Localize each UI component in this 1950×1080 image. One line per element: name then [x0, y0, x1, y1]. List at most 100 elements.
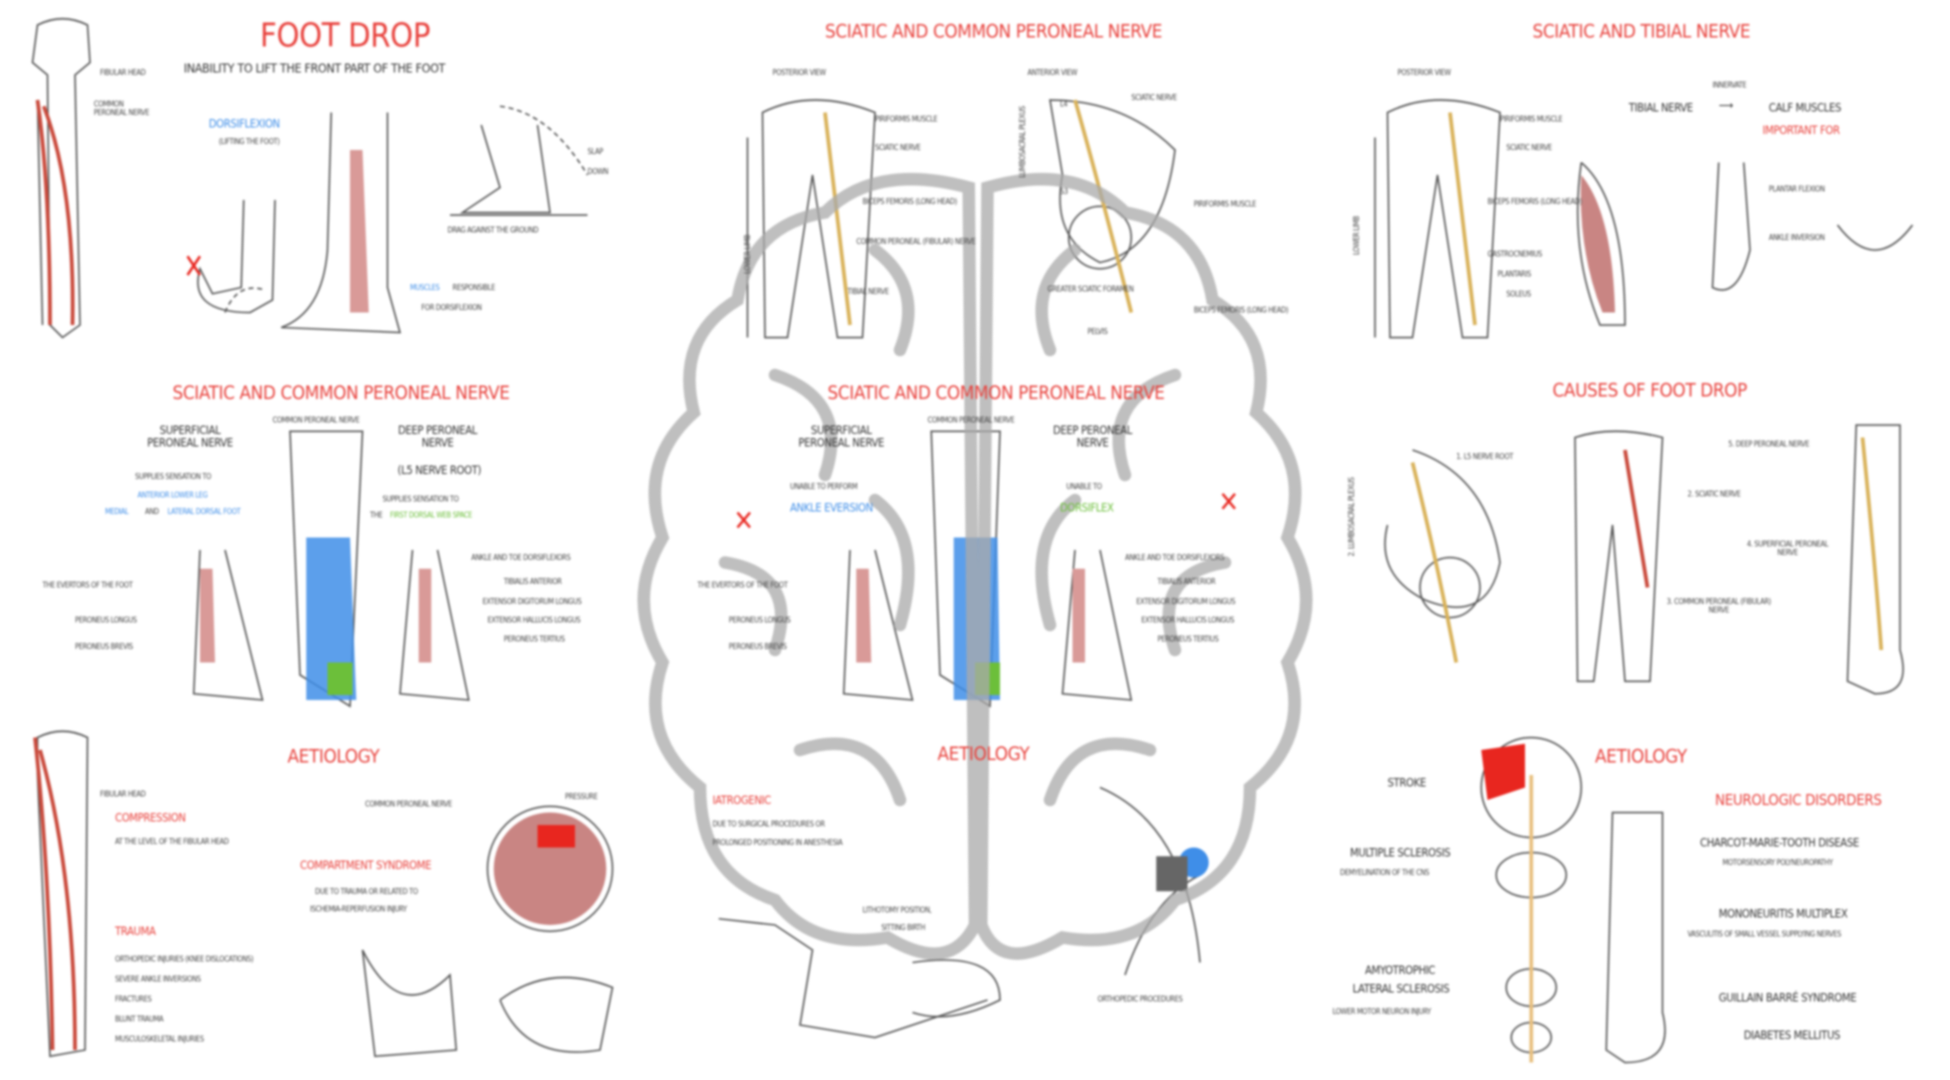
- label: PERONEUS BREVIS: [75, 642, 133, 652]
- label: BICEPS FEMORIS (LONG HEAD): [862, 197, 958, 207]
- label: TIBIALIS ANTERIOR: [503, 577, 562, 587]
- arrow-icon: ⟶: [1718, 100, 1734, 113]
- label: EXTENSOR DIGITORUM LONGUS: [1136, 597, 1236, 607]
- lithotomy-illustration: [718, 917, 1001, 1039]
- label: UNABLE TO PERFORM: [790, 482, 858, 492]
- label: SUPERFICIAL PERONEAL NERVE: [147, 425, 233, 450]
- title-foot-drop: FOOT DROP: [260, 17, 431, 56]
- label: S3: [1060, 187, 1068, 197]
- anterior-leg-causes: [1846, 424, 1904, 695]
- label: MOTORSENSORY POLYNEUROPATHY: [1722, 858, 1834, 868]
- label: PROLONGED POSITIONING IN ANESTHESIA: [712, 838, 843, 848]
- leg-muscles-illustration: [280, 112, 402, 334]
- label: PERONEUS TERTIUS: [503, 635, 565, 644]
- label: LATERAL DORSAL FOOT: [167, 507, 241, 517]
- label: PRESSURE: [565, 792, 598, 802]
- label: PERONEUS TERTIUS: [1157, 635, 1219, 644]
- label: DORSIFLEX: [1060, 502, 1114, 516]
- label: DEEP PERONEAL NERVE: [397, 425, 478, 450]
- stroke-lesion: [1481, 743, 1525, 800]
- title: SCIATIC AND COMMON PERONEAL NERVE: [172, 381, 510, 404]
- label: AMYOTROPHIC: [1365, 965, 1436, 978]
- label: THE: [370, 511, 383, 520]
- label: CALF MUSCLES: [1768, 102, 1842, 116]
- label: LITHOTOMY POSITION,: [862, 906, 932, 915]
- label: COMPRESSION: [115, 812, 186, 826]
- brain-outline-overlay: [637, 172, 1313, 960]
- label: 3. COMMON PERONEAL (FIBULAR) NERVE: [1666, 597, 1772, 616]
- label: BLUNT TRAUMA: [115, 1015, 164, 1024]
- label: GREATER SCIATIC FORAMEN: [1047, 285, 1134, 294]
- label: VASCULITIS OF SMALL VESSEL SUPPLYING NER…: [1687, 930, 1842, 939]
- label: LUMBOSACRAL PLEXUS: [1018, 106, 1028, 178]
- label: SITTING BIRTH: [881, 923, 926, 933]
- label: MUSCULOSKELETAL INJURIES: [115, 1035, 204, 1044]
- label: GASTROCNEMIUS: [1487, 250, 1543, 259]
- label: SUPERFICIAL PERONEAL NERVE: [798, 425, 885, 450]
- label: UNABLE TO: [1066, 482, 1102, 492]
- label: NEUROLOGIC DISORDERS: [1715, 791, 1882, 809]
- label: 2. SCIATIC NERVE: [1687, 490, 1741, 499]
- label: GUILLAIN BARRÉ SYNDROME: [1718, 992, 1857, 1006]
- label: THE EVERTORS OF THE FOOT: [697, 581, 788, 590]
- label: COMMON PERONEAL NERVE: [365, 800, 452, 809]
- label: AT THE LEVEL OF THE FIBULAR HEAD: [115, 837, 229, 847]
- label: ORTHOPEDIC PROCEDURES: [1097, 995, 1183, 1004]
- label: ANTERIOR VIEW: [1027, 68, 1078, 78]
- pelvis-plexus-illustration: [1384, 449, 1501, 619]
- label: PLANTAR FLEXION: [1768, 185, 1825, 194]
- label: MONONEURITIS MULTIPLEX: [1718, 908, 1848, 922]
- label: FIBULAR HEAD: [100, 790, 146, 799]
- label: BICEPS FEMORIS (LONG HEAD): [1487, 197, 1583, 207]
- label: SCIATIC NERVE: [875, 143, 921, 153]
- leg-neuropathy-illustration: [1605, 811, 1666, 1064]
- label: PIRIFORMIS MUSCLE: [1500, 115, 1563, 124]
- title: AETIOLOGY: [287, 745, 380, 768]
- label: STROKE: [1387, 777, 1427, 791]
- label: TRAUMA: [115, 926, 156, 939]
- label: THE EVERTORS OF THE FOOT: [42, 581, 133, 590]
- posterior-pelvis-leg: [746, 99, 876, 339]
- label: ORTHOPEDIC INJURIES (KNEE DISLOCATIONS): [115, 955, 254, 964]
- label: PIRIFORMIS MUSCLE: [1193, 200, 1257, 209]
- label: CHARCOT-MARIE-TOOTH DISEASE: [1700, 837, 1859, 851]
- label: ANTERIOR LOWER LEG: [137, 491, 208, 500]
- leg-cross-section: [486, 805, 614, 933]
- label: POSTERIOR VIEW: [1397, 68, 1452, 78]
- label: ANKLE INVERSION: [1768, 233, 1825, 243]
- label: DEMYELINATION OF THE CNS: [1340, 868, 1430, 878]
- label: ISCHEMIA-REPERFUSION INJURY: [310, 905, 407, 914]
- label: (L5 NERVE ROOT): [397, 465, 482, 478]
- label: PERONEUS BREVIS: [728, 642, 787, 652]
- label: POSTERIOR VIEW: [772, 68, 827, 78]
- title: SCIATIC AND COMMON PERONEAL NERVE: [827, 381, 1165, 404]
- label: 1. L5 NERVE ROOT: [1456, 452, 1514, 462]
- label: 5. DEEP PERONEAL NERVE: [1728, 440, 1810, 449]
- label-dorsiflexion: DORSIFLEXION: [208, 118, 280, 132]
- title: AETIOLOGY: [937, 742, 1030, 766]
- foot-dorsiflexion-illustration: [197, 199, 276, 314]
- label: 4. SUPERFICIAL PERONEAL NERVE: [1746, 540, 1829, 558]
- calf-muscle-illustration: [1576, 161, 1626, 326]
- label: IMPORTANT FOR: [1762, 125, 1841, 138]
- label: COMMON PERONEAL (FIBULAR) NERVE: [856, 237, 976, 247]
- label: COMPARTMENT SYNDROME: [300, 860, 432, 873]
- label: DRAG AGAINST THE GROUND: [447, 226, 539, 235]
- posterior-leg-tibial: [1374, 99, 1501, 339]
- label: BICEPS FEMORIS (LONG HEAD): [1193, 306, 1289, 315]
- foot-plantar-illustration: [1711, 162, 1914, 291]
- label: MUSCLES: [410, 283, 440, 293]
- title: CAUSES OF FOOT DROP: [1552, 378, 1748, 402]
- label: PLANTARIS: [1497, 270, 1532, 279]
- label: FIRST DORSAL WEB SPACE: [390, 511, 473, 520]
- label: PERONEUS LONGUS: [728, 616, 791, 625]
- slap-gait-illustration: [450, 105, 589, 216]
- label: 2. LUMBOSACRAL PLEXUS: [1347, 477, 1357, 557]
- title: SCIATIC AND COMMON PERONEAL NERVE: [825, 20, 1163, 43]
- label: PELVIS: [1087, 327, 1108, 337]
- label: ANKLE EVERSION: [790, 502, 873, 516]
- label: LOWER MOTOR NEURON INJURY: [1332, 1007, 1432, 1017]
- label: TIBIAL NERVE: [847, 287, 890, 297]
- title: SCIATIC AND TIBIAL NERVE: [1532, 20, 1751, 43]
